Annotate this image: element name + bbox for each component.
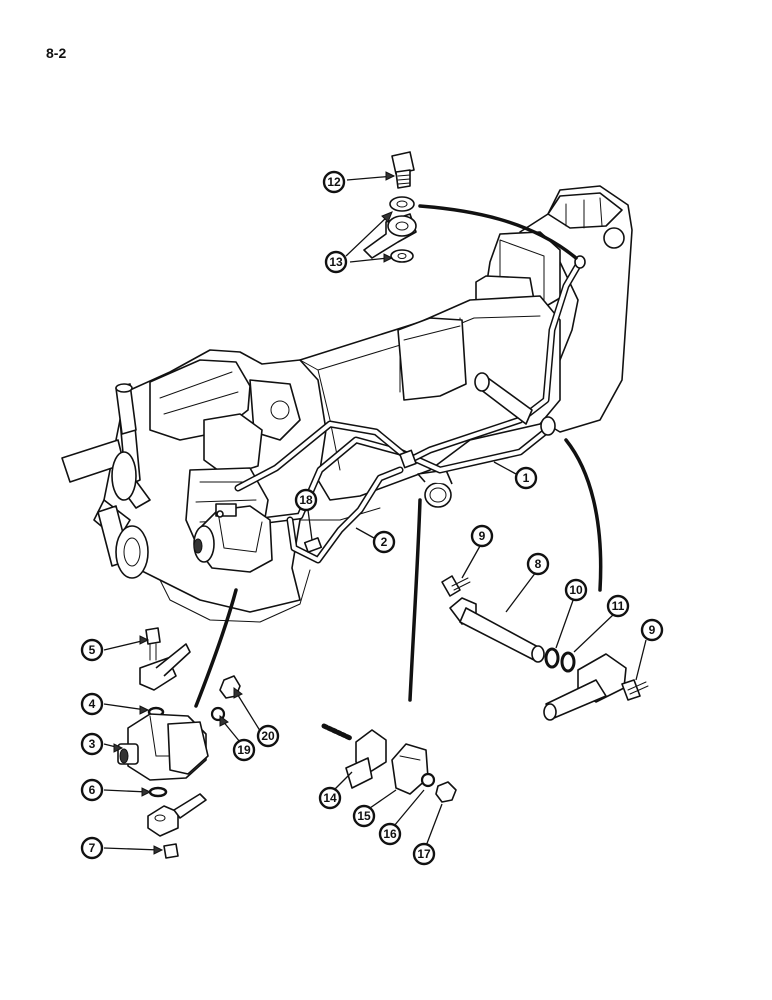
svg-text:15: 15 [357,809,371,823]
callout-4: 4 [80,692,104,716]
callout-15: 15 [352,804,376,828]
crossover-tube-group [441,438,649,721]
svg-text:20: 20 [261,729,275,743]
callout-9-upper: 9 [470,524,494,548]
svg-text:11: 11 [612,599,625,613]
installed-hydraulic-pump [193,503,273,573]
svg-text:10: 10 [569,583,583,597]
svg-text:1: 1 [523,471,530,485]
svg-text:4: 4 [89,697,96,711]
svg-text:16: 16 [383,827,397,841]
callout-19: 19 [232,738,256,762]
svg-text:7: 7 [89,841,96,855]
callout-13: 13 [324,250,348,274]
callout-5: 5 [80,638,104,662]
svg-text:13: 13 [329,255,343,269]
svg-text:19: 19 [237,743,251,757]
svg-text:8: 8 [535,557,542,571]
callout-11: 11 [606,594,630,618]
callout-12: 12 [322,170,346,194]
callout-20: 20 [256,724,280,748]
callout-8: 8 [526,552,550,576]
callout-6: 6 [80,778,104,802]
callout-7: 7 [80,836,104,860]
page-number: 8-2 [46,45,67,61]
banjo-bolt-group [345,151,578,263]
callout-16: 16 [378,822,402,846]
callout-18: 18 [294,488,318,512]
tractor-body-illustration [61,185,633,623]
callout-3: 3 [80,732,104,756]
pipe-clamp-group [321,498,457,847]
svg-text:9: 9 [649,623,656,637]
callout-14: 14 [318,786,342,810]
svg-text:9: 9 [479,529,486,543]
callout-9-lower: 9 [640,618,664,642]
callout-1: 1 [514,466,538,490]
svg-text:5: 5 [89,643,96,657]
svg-text:6: 6 [89,783,96,797]
svg-text:14: 14 [323,791,337,805]
hydraulic-pipes [234,255,586,564]
svg-text:2: 2 [381,535,388,549]
pump-exploded-group [103,588,263,859]
svg-text:12: 12 [327,175,341,189]
svg-text:3: 3 [89,737,96,751]
callout-17: 17 [412,842,436,866]
svg-text:17: 17 [417,847,431,861]
callout-10: 10 [564,578,588,602]
svg-text:18: 18 [299,493,313,507]
callout-2: 2 [372,530,396,554]
